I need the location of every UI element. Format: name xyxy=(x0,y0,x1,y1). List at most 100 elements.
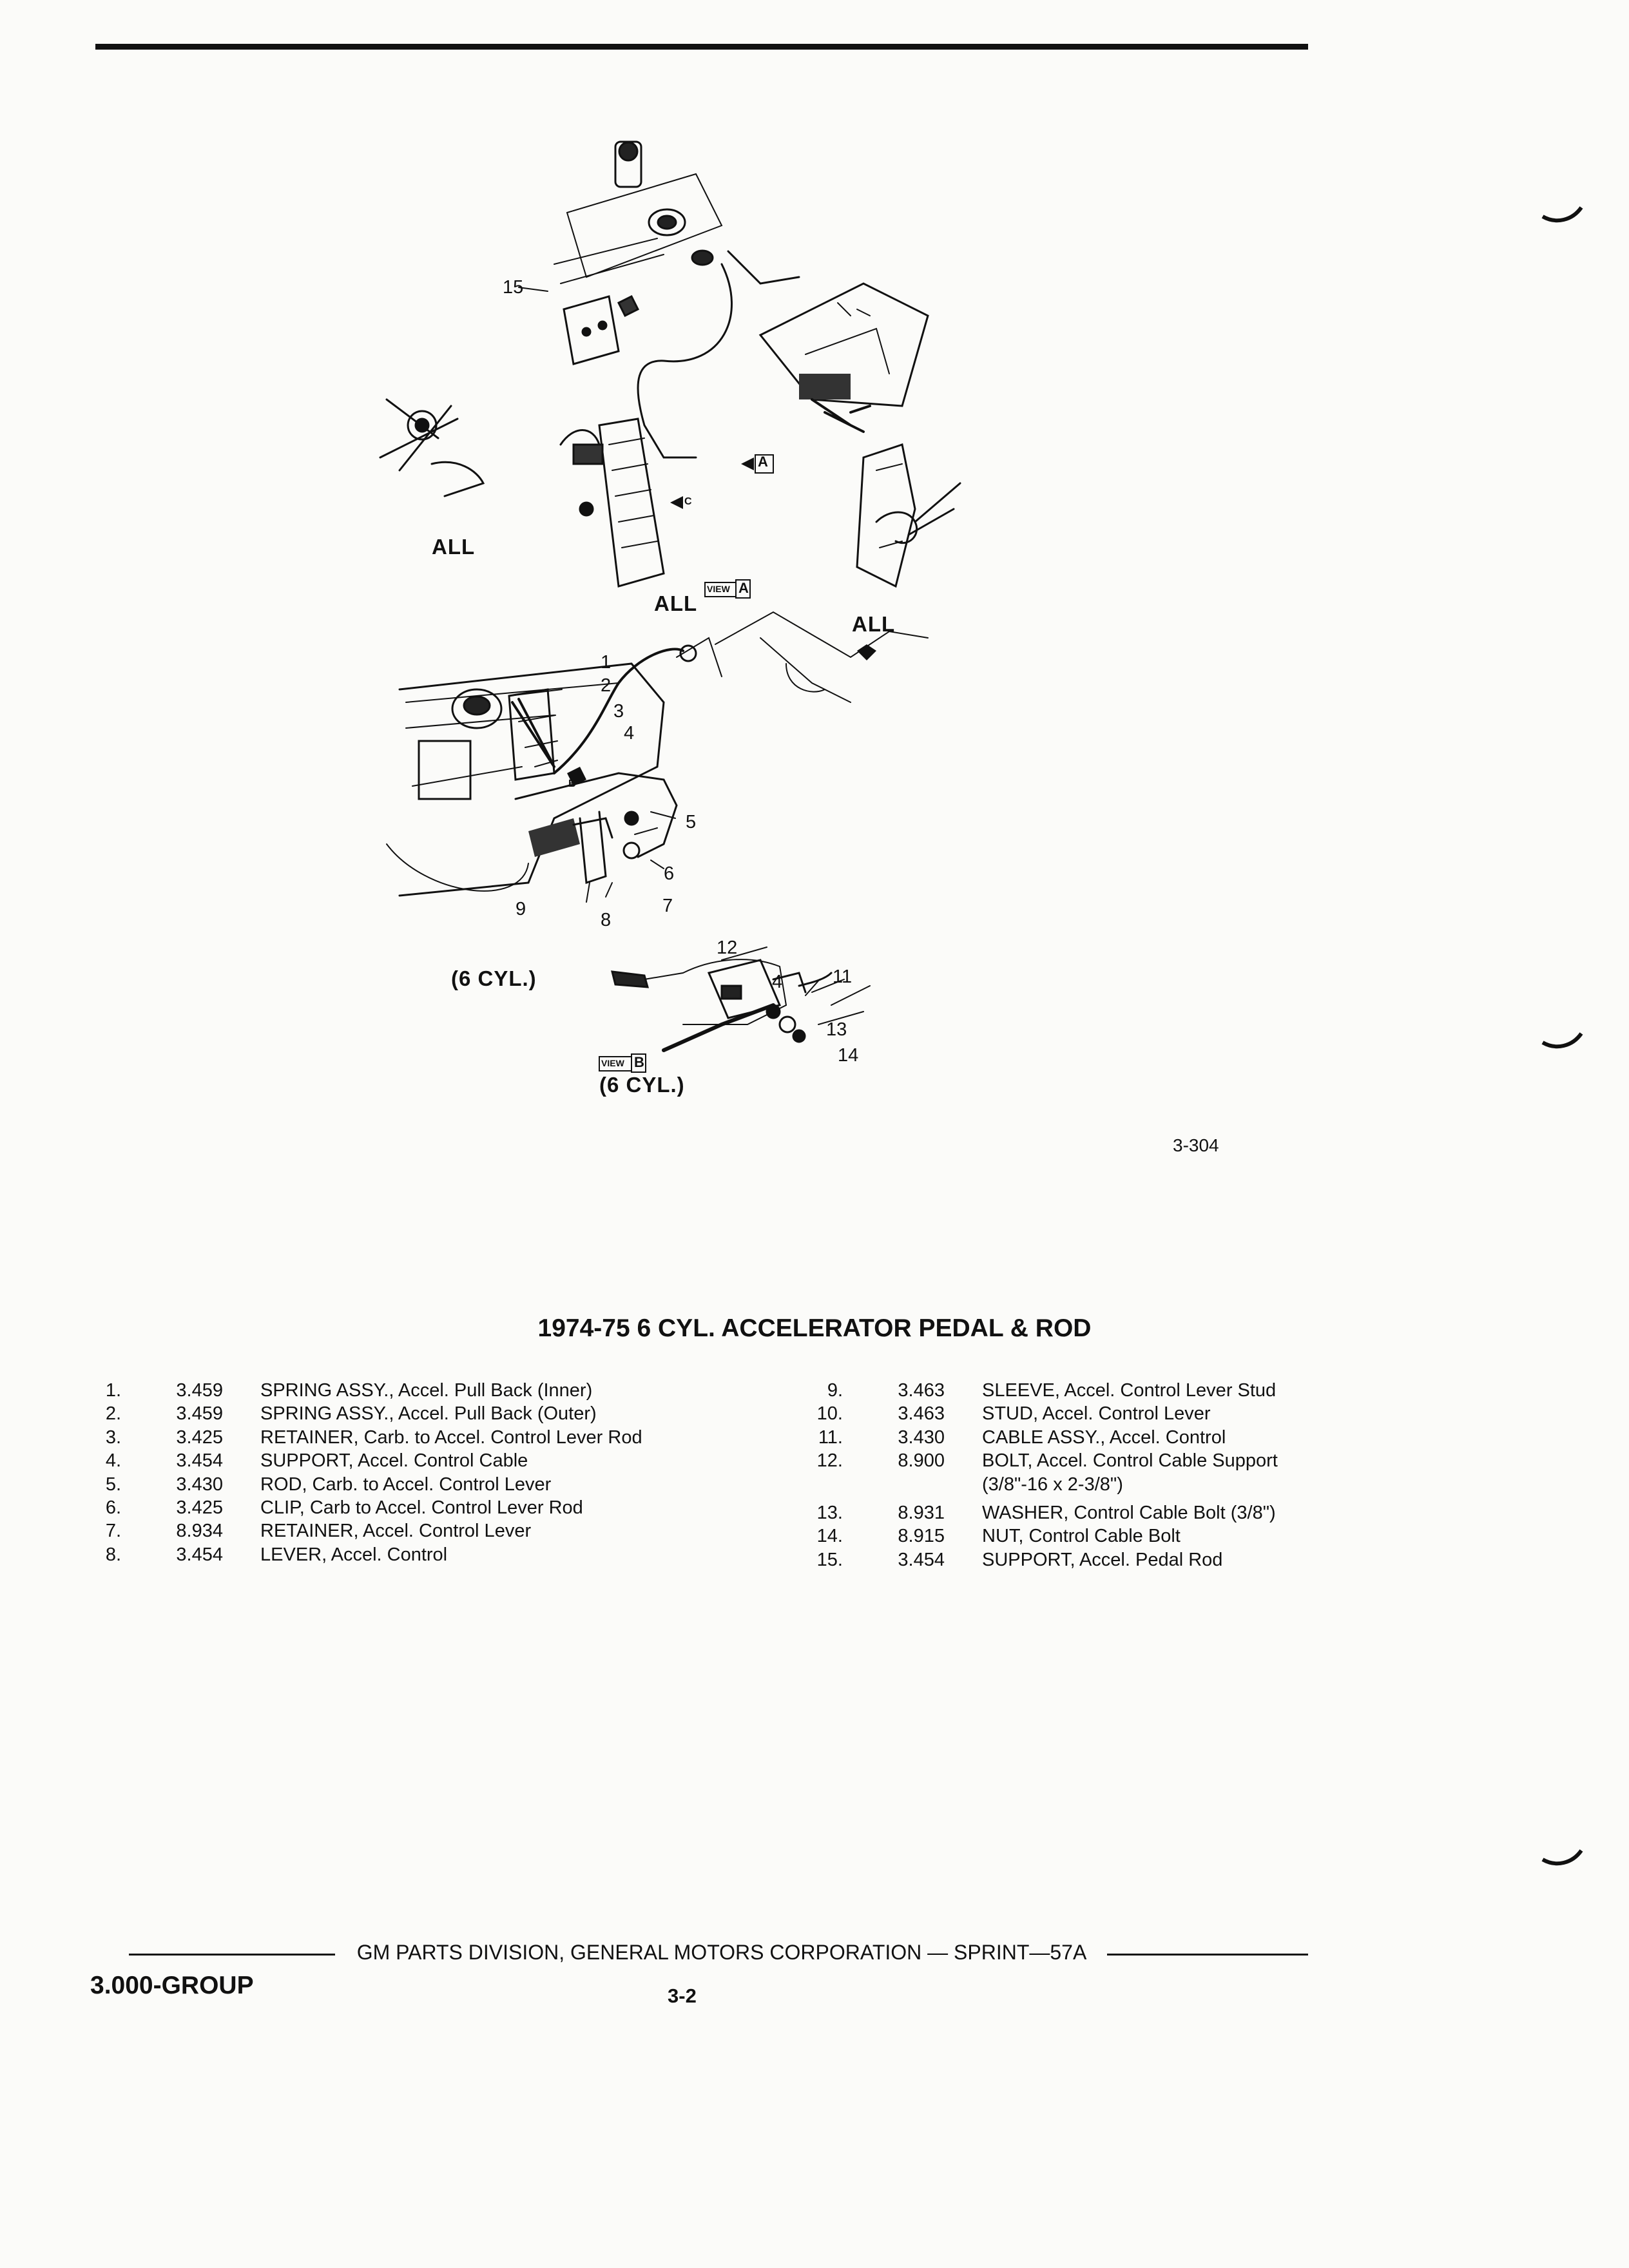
part-description: BOLT, Accel. Control Cable Support xyxy=(982,1450,1278,1472)
label-all-left: ALL xyxy=(432,535,476,559)
callout-13: 13 xyxy=(826,1019,847,1040)
callout-12: 12 xyxy=(717,937,738,958)
group-code: 3.459 xyxy=(176,1403,223,1425)
label-six-cyl-main: (6 CYL.) xyxy=(451,966,537,990)
list-item: 14. 8.915 NUT, Control Cable Bolt xyxy=(805,1524,1278,1548)
callout-14: 14 xyxy=(838,1045,859,1066)
callout-8: 8 xyxy=(601,910,612,930)
group-code: 8.900 xyxy=(898,1450,945,1472)
list-item: 9. 3.463 SLEEVE, Accel. Control Lever Stud xyxy=(805,1379,1278,1402)
list-item: 11. 3.430 CABLE ASSY., Accel. Control xyxy=(805,1426,1278,1449)
footer-rule-right xyxy=(1107,1954,1308,1956)
item-number: 3. xyxy=(105,1427,121,1448)
item-number: 6. xyxy=(105,1497,121,1519)
group-code: 3.463 xyxy=(898,1380,945,1401)
top-rule xyxy=(95,44,1308,50)
part-description: SLEEVE, Accel. Control Lever Stud xyxy=(982,1380,1277,1401)
callout-3: 3 xyxy=(613,701,624,722)
callout-4-view-b: 4 xyxy=(772,972,783,992)
arrow-c-letter: C xyxy=(684,496,692,507)
item-number: 1. xyxy=(105,1380,121,1401)
part-description: SUPPORT, Accel. Control Cable xyxy=(260,1450,528,1472)
arrow-b-letter: B xyxy=(568,778,576,789)
part-description: RETAINER, Carb. to Accel. Control Lever … xyxy=(260,1427,642,1448)
callout-11: 11 xyxy=(833,966,853,987)
margin-tick-mark xyxy=(1541,1032,1583,1049)
part-description: LEVER, Accel. Control xyxy=(260,1544,448,1565)
footer-rule-left xyxy=(129,1954,335,1956)
item-number: 8. xyxy=(105,1544,121,1565)
list-item: 2. 3.459 SPRING ASSY., Accel. Pull Back (O… xyxy=(90,1402,642,1425)
parts-list-left: 1. 3.459 SPRING ASSY., Accel. Pull Back (I… xyxy=(90,1379,642,1566)
list-item: 6. 3.425 CLIP, Carb to Accel. Control Leve… xyxy=(90,1496,642,1519)
part-description: SPRING ASSY., Accel. Pull Back (Inner) xyxy=(260,1380,593,1401)
part-description: RETAINER, Accel. Control Lever xyxy=(260,1521,532,1542)
callout-15: 15 xyxy=(503,277,524,298)
callout-2: 2 xyxy=(601,675,612,696)
parts-list-right: 9. 3.463 SLEEVE, Accel. Control Lever Stud… xyxy=(805,1379,1278,1571)
list-item: 7. 8.934 RETAINER, Accel. Control Lever xyxy=(90,1519,642,1542)
group-code: 3.463 xyxy=(898,1403,945,1425)
callout-1: 1 xyxy=(601,652,612,673)
group-code: 3.430 xyxy=(898,1427,945,1448)
item-number: 13. xyxy=(816,1503,843,1524)
part-description: SPRING ASSY., Accel. Pull Back (Outer) xyxy=(260,1403,597,1425)
item-number: 2. xyxy=(105,1403,121,1425)
part-description: CABLE ASSY., Accel. Control xyxy=(982,1427,1226,1448)
callout-7: 7 xyxy=(662,896,673,916)
list-item: 1. 3.459 SPRING ASSY., Accel. Pull Back (I… xyxy=(90,1379,642,1402)
item-number: 12. xyxy=(816,1450,843,1472)
exploded-parts-diagram: ALL ALL ALL (6 CYL.) (6 CYL.) VIEW A VIE… xyxy=(361,122,1237,1128)
margin-tick-mark xyxy=(1541,1849,1583,1866)
arrow-a-letter: A xyxy=(758,454,768,470)
group-code: 8.915 xyxy=(898,1526,945,1547)
callout-6: 6 xyxy=(664,863,675,884)
list-item: 10. 3.463 STUD, Accel. Control Lever xyxy=(805,1402,1278,1425)
group-code: 3.454 xyxy=(898,1549,945,1570)
group-code: 3.430 xyxy=(176,1474,223,1495)
group-code: 3.454 xyxy=(176,1544,223,1565)
group-code: 3.425 xyxy=(176,1497,223,1519)
callout-9: 9 xyxy=(516,899,526,919)
part-description-continuation: (3/8"-16 x 2-3/8") xyxy=(982,1474,1123,1495)
label-six-cyl-view-b: (6 CYL.) xyxy=(599,1073,685,1097)
item-number: 11. xyxy=(818,1427,843,1448)
list-item: 3. 3.425 RETAINER, Carb. to Accel. Control… xyxy=(90,1426,642,1449)
part-description: WASHER, Control Cable Bolt (3/8") xyxy=(982,1503,1276,1524)
callout-4: 4 xyxy=(624,723,635,744)
item-number: 15. xyxy=(816,1549,843,1570)
footer-publisher: GM PARTS DIVISION, GENERAL MOTORS CORPOR… xyxy=(356,1941,1087,1964)
page-number: 3-2 xyxy=(668,1984,697,2007)
group-code: 3.425 xyxy=(176,1427,223,1448)
callout-5: 5 xyxy=(686,812,697,832)
figure-number: 3-304 xyxy=(1173,1135,1219,1155)
group-code: 3.459 xyxy=(176,1380,223,1401)
diagram-drawing xyxy=(379,140,961,1073)
part-description: STUD, Accel. Control Lever xyxy=(982,1403,1211,1425)
group-code: 8.934 xyxy=(176,1521,223,1542)
list-item: 8. 3.454 LEVER, Accel. Control xyxy=(90,1543,642,1566)
view-b-tag: VIEW xyxy=(601,1058,624,1068)
margin-tick-mark xyxy=(1541,206,1583,223)
label-all-center: ALL xyxy=(654,591,698,615)
view-b-letter: B xyxy=(634,1054,644,1070)
list-item: 15. 3.454 SUPPORT, Accel. Pedal Rod xyxy=(805,1548,1278,1571)
list-item: 4. 3.454 SUPPORT, Accel. Control Cable xyxy=(90,1449,642,1472)
item-number: 10. xyxy=(816,1403,843,1425)
item-number: 7. xyxy=(105,1521,121,1542)
item-number: 14. xyxy=(816,1526,843,1547)
item-number: 9. xyxy=(827,1380,843,1401)
part-description: CLIP, Carb to Accel. Control Lever Rod xyxy=(260,1497,583,1519)
part-description: ROD, Carb. to Accel. Control Lever xyxy=(260,1474,552,1495)
part-description: SUPPORT, Accel. Pedal Rod xyxy=(982,1549,1223,1570)
group-label: 3.000-GROUP xyxy=(90,1972,254,1999)
label-all-right: ALL xyxy=(852,612,896,636)
list-item: 12. 8.900 BOLT, Accel. Control Cable Suppo… xyxy=(805,1449,1278,1472)
part-description: NUT, Control Cable Bolt xyxy=(982,1526,1181,1547)
group-code: 3.454 xyxy=(176,1450,223,1472)
item-number: 4. xyxy=(105,1450,121,1472)
page-title: 1974-75 6 CYL. ACCELERATOR PEDAL & ROD xyxy=(537,1314,1092,1342)
view-a-letter: A xyxy=(738,580,749,596)
